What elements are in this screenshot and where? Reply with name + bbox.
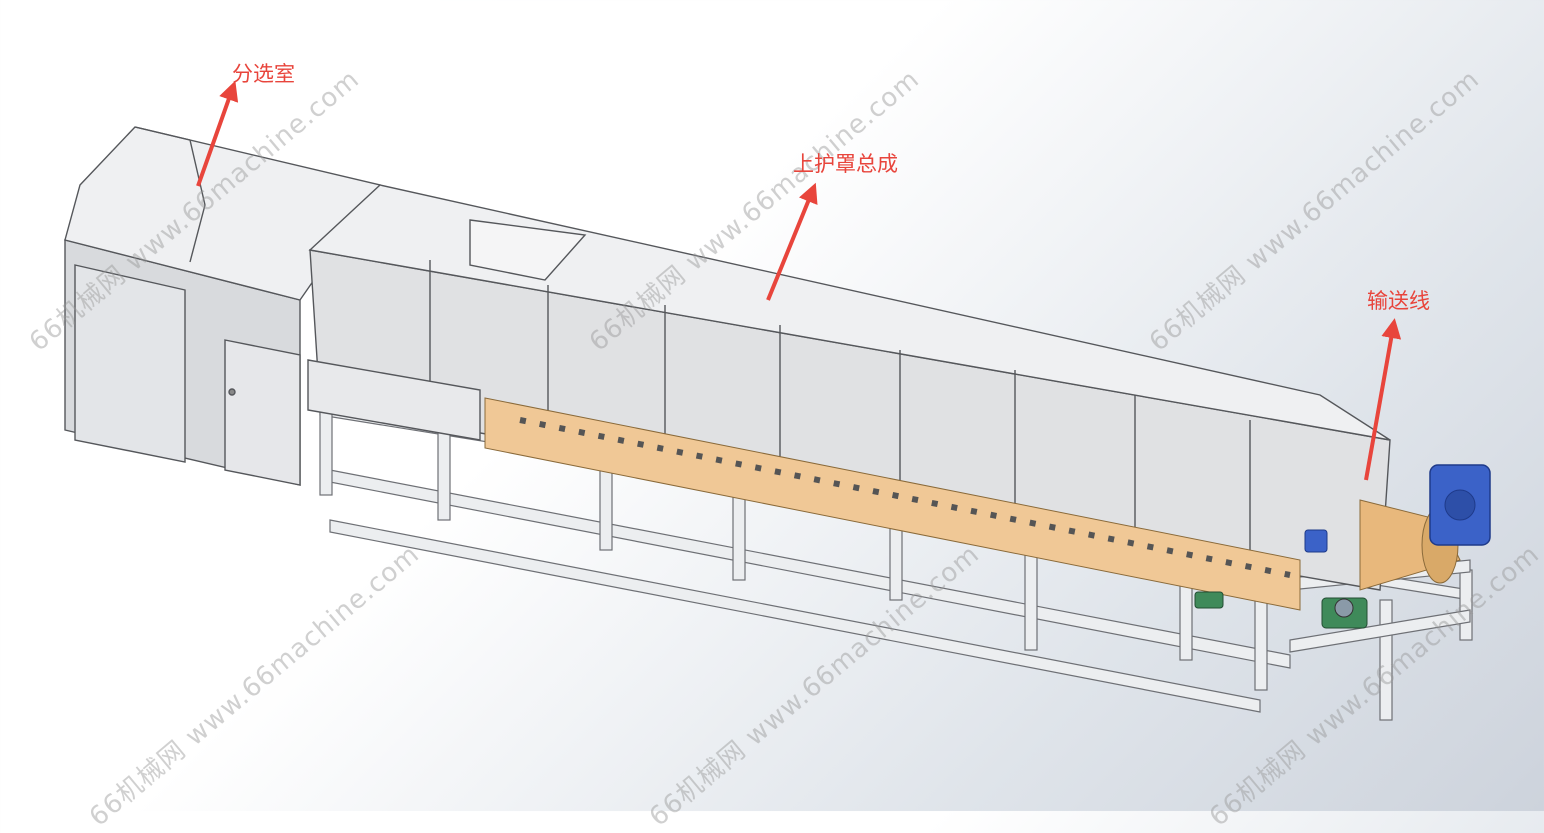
- drive-motor: [1429, 464, 1491, 546]
- label-upper-cover: 上护罩总成: [793, 152, 898, 176]
- arrow-sorting-room: [196, 80, 239, 187]
- bearing-seat: [1194, 591, 1368, 629]
- door-handle-icon: [228, 388, 236, 396]
- machine-drawing: [64, 80, 1491, 721]
- label-conveyor-line: 输送线: [1367, 289, 1430, 313]
- arrow-conveyor-line: [1364, 318, 1402, 481]
- annotation-arrows: [196, 80, 1402, 481]
- label-sorting-room: 分选室: [232, 62, 295, 86]
- sorting-room: [64, 126, 382, 486]
- arrow-upper-cover: [766, 182, 818, 301]
- control-box: [1304, 529, 1328, 553]
- upper-cover-assembly: [307, 184, 1391, 591]
